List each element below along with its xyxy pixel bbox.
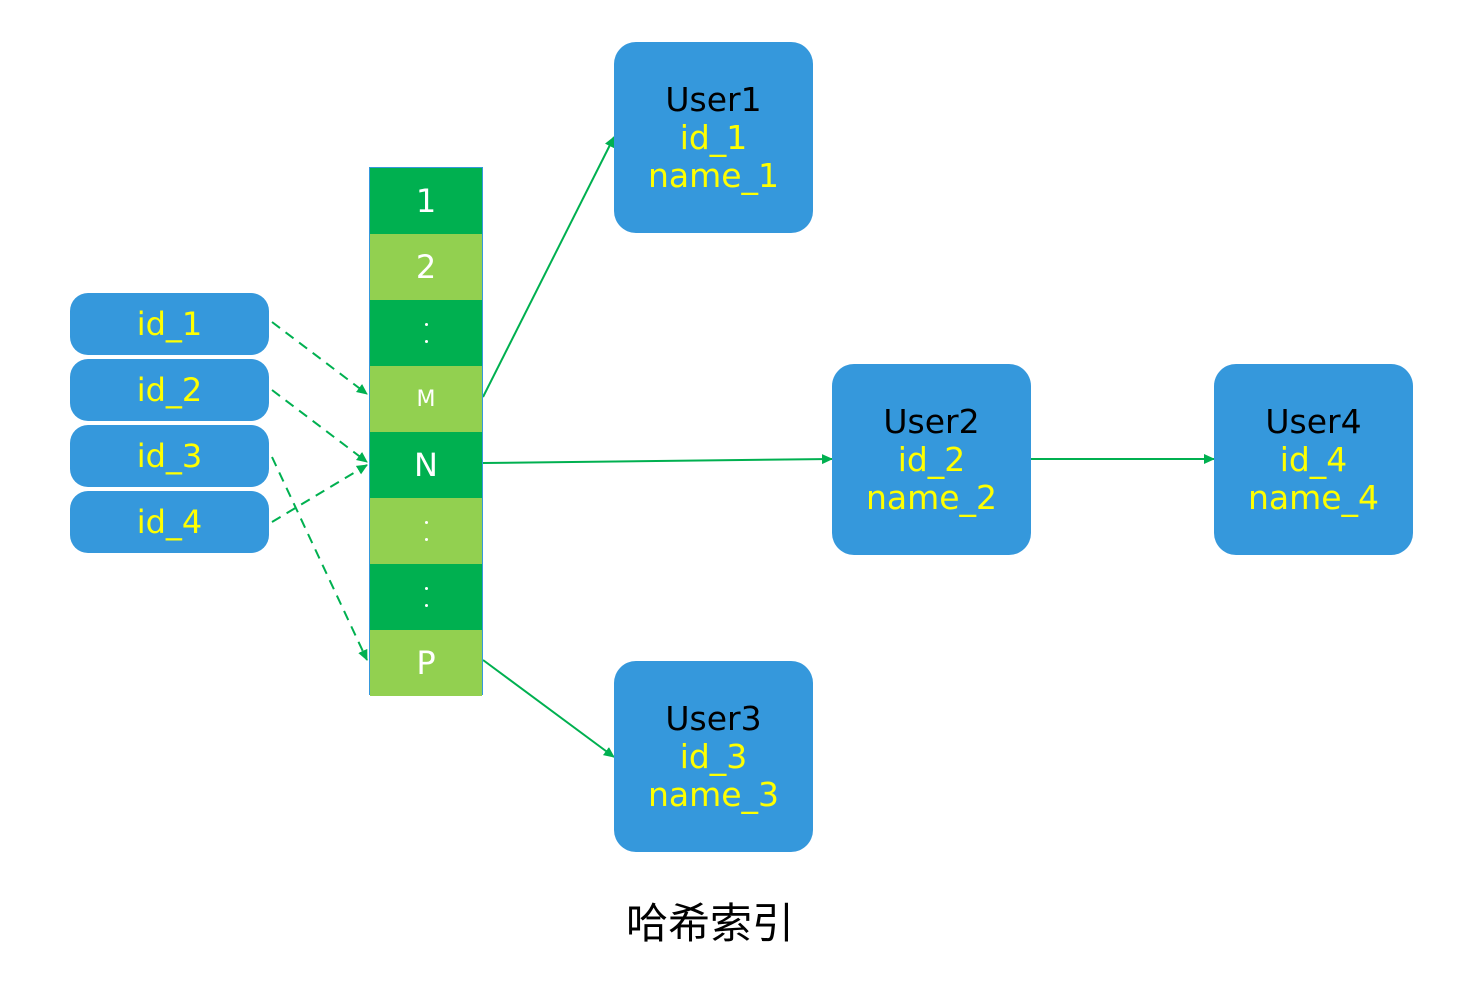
- user-name: name_4: [1247, 477, 1380, 517]
- bucket-label: M: [416, 386, 436, 412]
- bucket-2: 2: [370, 234, 482, 300]
- key-id-3: id_3: [70, 425, 269, 487]
- key-label: id_2: [136, 371, 203, 409]
- bucket-N: N: [370, 432, 482, 498]
- user-name: name_2: [865, 477, 998, 517]
- key-id-2: id_2: [70, 359, 269, 421]
- diagram-caption: 哈希索引: [625, 899, 794, 948]
- user-title: User4: [1265, 401, 1362, 441]
- key-label: id_3: [136, 437, 203, 475]
- user-id: id_3: [679, 736, 748, 776]
- user-title: User3: [665, 698, 762, 738]
- bucket-P: P: [370, 630, 482, 696]
- bucket-ellipsis-3: [370, 564, 482, 630]
- bucket-label: 1: [415, 182, 437, 220]
- user-id: id_2: [897, 439, 966, 479]
- bucket-label: N: [414, 446, 438, 484]
- key-label: id_1: [136, 305, 203, 343]
- vertical-ellipsis-icon: [424, 587, 428, 607]
- user-title: User2: [883, 401, 980, 441]
- bucket-M: M: [370, 366, 482, 432]
- user-id: id_1: [679, 117, 748, 157]
- key-label: id_4: [136, 503, 203, 541]
- bucket-ellipsis-2: [370, 498, 482, 564]
- user-name: name_3: [647, 774, 780, 814]
- user-id: id_4: [1279, 439, 1348, 479]
- user-record-2: User2 id_2 name_2: [832, 364, 1031, 555]
- key-id-1: id_1: [70, 293, 269, 355]
- bucket-label: 2: [415, 248, 437, 286]
- arrow-N-to-user2: [482, 454, 833, 465]
- arrow-id2-to-N: [271, 389, 368, 463]
- arrow-id3-to-P: [271, 456, 368, 661]
- arrow-P-to-user3: [482, 659, 615, 758]
- user-title: User1: [665, 79, 762, 119]
- arrow-M-to-user1: [482, 136, 615, 398]
- user-name: name_1: [647, 155, 780, 195]
- user-record-1: User1 id_1 name_1: [614, 42, 813, 233]
- bucket-1: 1: [370, 168, 482, 234]
- key-id-4: id_4: [70, 491, 269, 553]
- bucket-ellipsis-1: [370, 300, 482, 366]
- vertical-ellipsis-icon: [424, 521, 428, 541]
- user-record-3: User3 id_3 name_3: [614, 661, 813, 852]
- bucket-label: P: [416, 644, 436, 682]
- hash-bucket-array: 1 2 M N P: [369, 167, 483, 696]
- user-record-4: User4 id_4 name_4: [1214, 364, 1413, 555]
- arrow-id4-to-N: [271, 464, 368, 523]
- vertical-ellipsis-icon: [424, 323, 428, 343]
- arrow-id1-to-M: [271, 321, 368, 395]
